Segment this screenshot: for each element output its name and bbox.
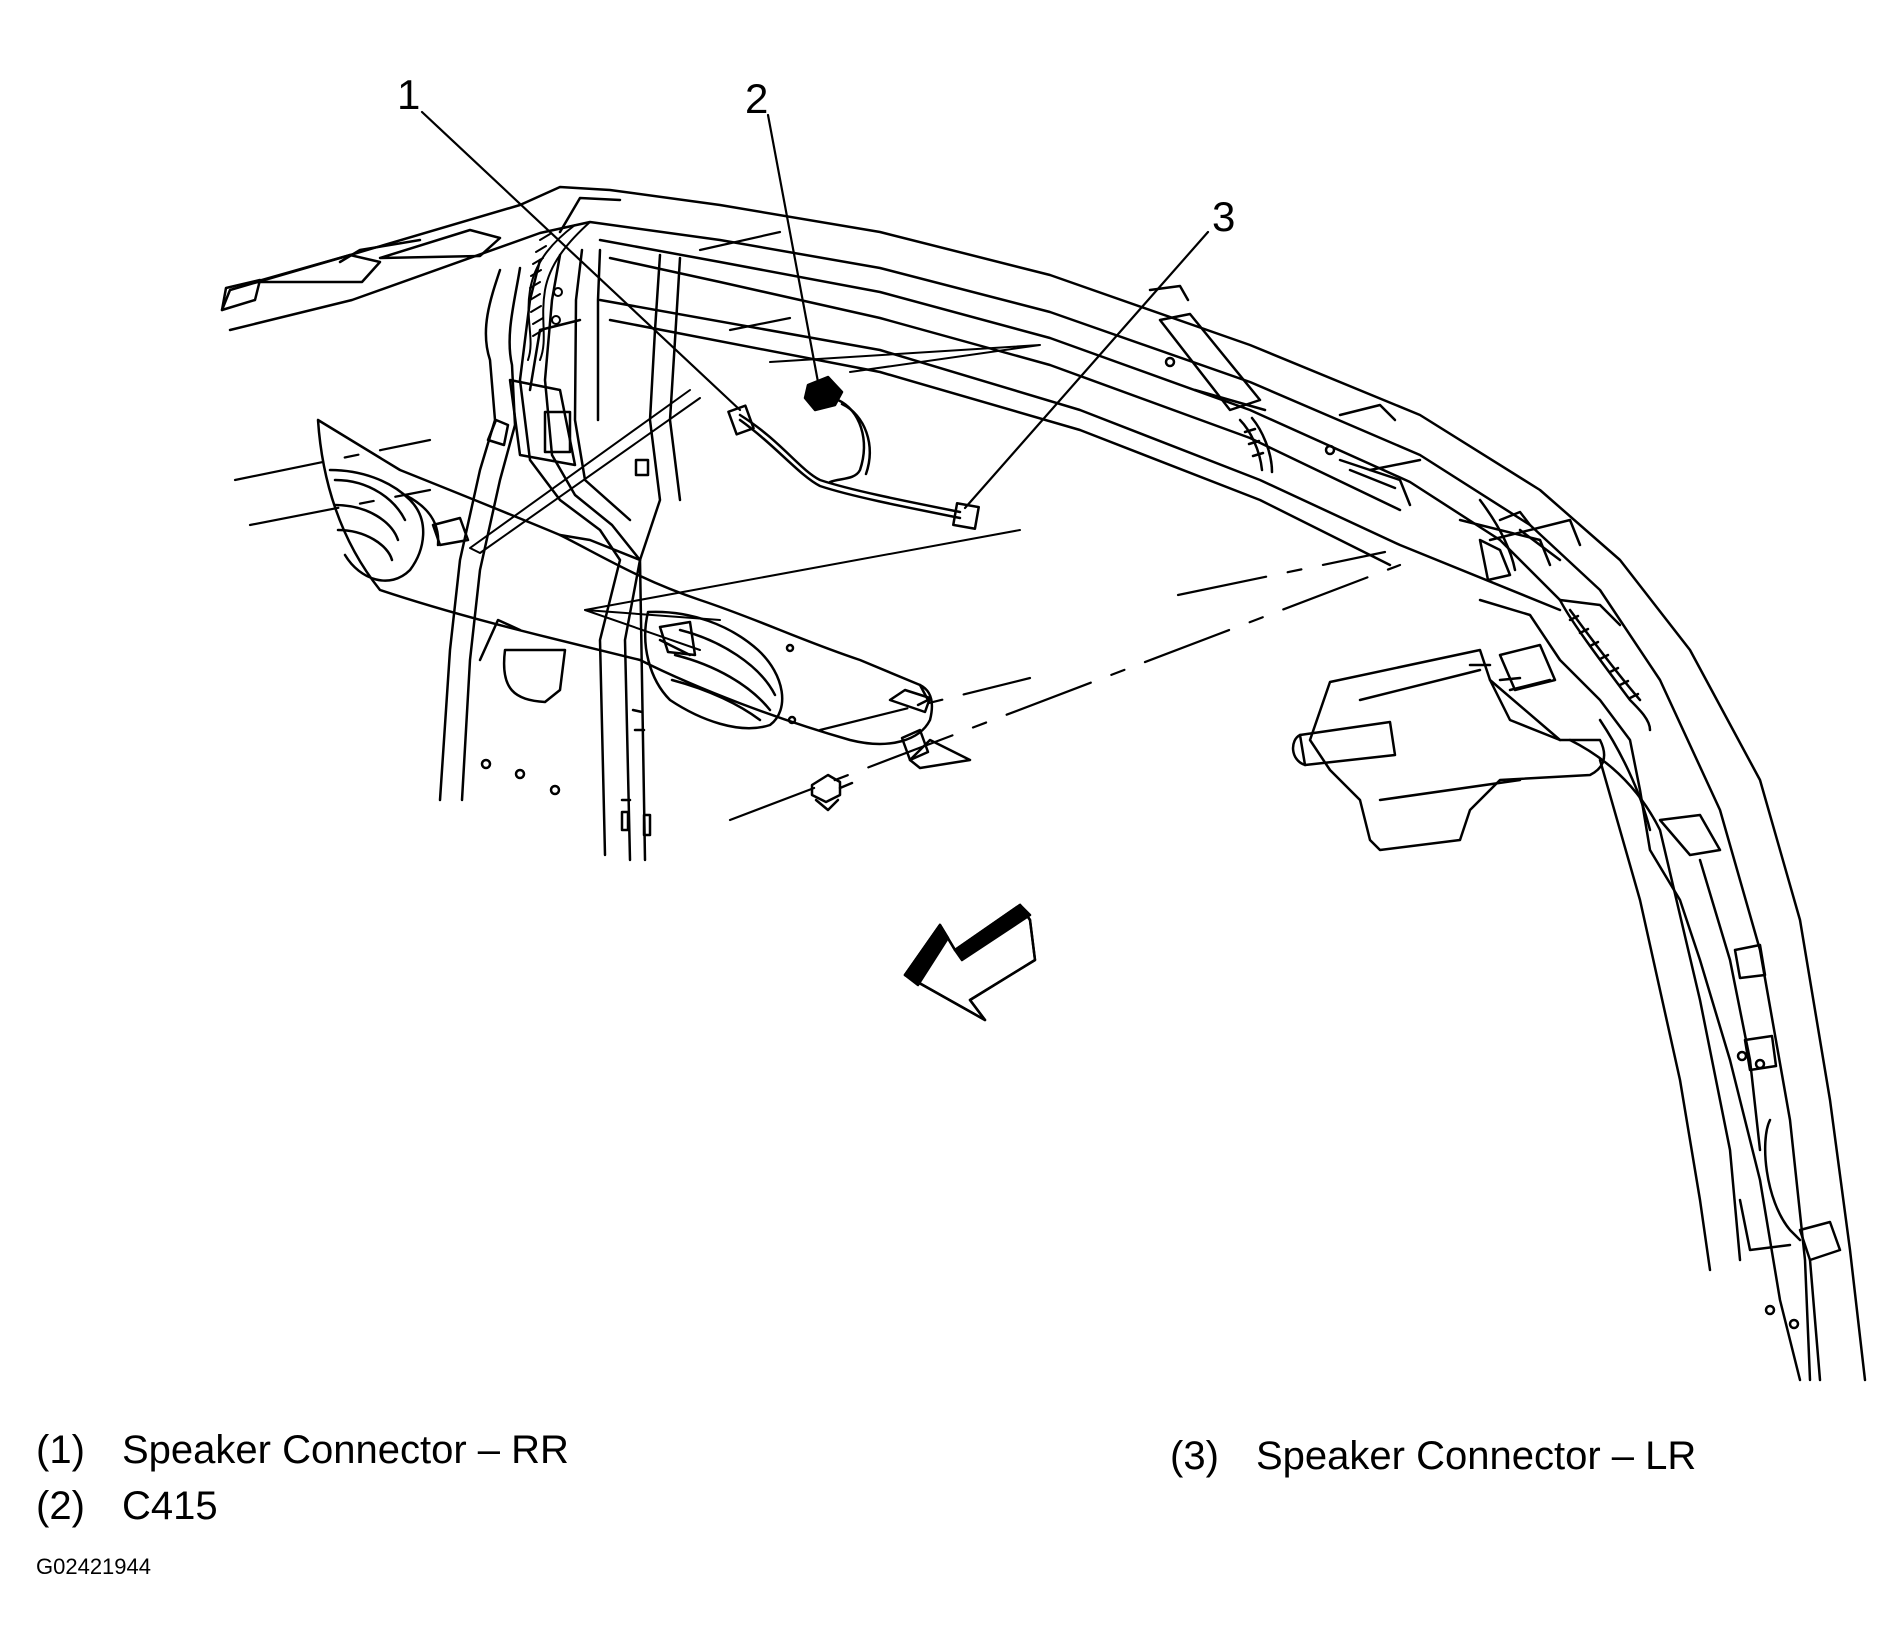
roof-rail xyxy=(220,185,1867,1382)
right-bracket xyxy=(1291,648,1606,852)
assembly-centerlines xyxy=(233,230,1402,822)
speaker-trim-panel xyxy=(316,418,972,770)
callout-leaders xyxy=(420,110,1210,510)
callout-2: 2 xyxy=(745,75,769,122)
legend-item-3: (3) Speaker Connector – LR xyxy=(1170,1436,1696,1476)
right-pillar xyxy=(1478,598,1842,1382)
figure-id: G02421944 xyxy=(36,1554,151,1579)
legend-number: (1) xyxy=(36,1428,85,1472)
direction-arrow-icon xyxy=(903,903,1037,1022)
legend-text: Speaker Connector – RR xyxy=(122,1428,569,1472)
callout-1: 1 xyxy=(397,71,421,118)
leader-lines xyxy=(469,344,1041,651)
legend-text: C415 xyxy=(122,1484,218,1528)
right-rail-components xyxy=(1148,284,1652,732)
legend-number: (2) xyxy=(36,1484,85,1528)
legend-text: Speaker Connector – LR xyxy=(1256,1434,1697,1478)
left-pillar xyxy=(438,248,682,862)
legend-item-1: (1) Speaker Connector – RR xyxy=(36,1430,569,1470)
retainer-clip xyxy=(810,773,854,812)
legend-number: (3) xyxy=(1170,1434,1219,1478)
center-harness xyxy=(727,375,980,530)
legend-item-2: (2) C415 xyxy=(36,1486,218,1526)
callout-3: 3 xyxy=(1212,193,1236,240)
